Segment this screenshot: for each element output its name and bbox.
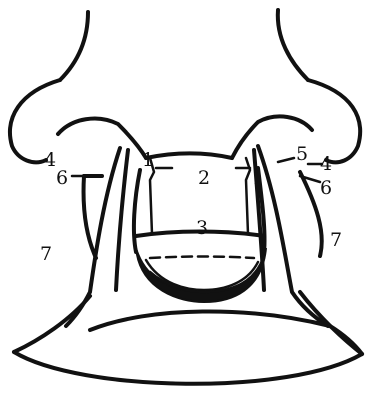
label-2: 2	[198, 167, 210, 189]
leader-5	[278, 158, 294, 162]
left-flap-inner-edge	[116, 150, 128, 290]
label-4-left: 4	[44, 149, 56, 171]
right-lateral-strip-outer	[300, 172, 322, 256]
lip-left-corner	[14, 296, 90, 352]
nasal-dorsum-right-line	[278, 10, 308, 80]
right-ala-outline	[308, 80, 360, 162]
label-1-right: 1	[252, 167, 264, 189]
defect-left-wall	[134, 170, 140, 252]
label-6-right: 6	[320, 177, 332, 199]
label-7-right: 7	[330, 229, 342, 251]
label-7-left: 7	[40, 243, 52, 265]
left-nostril-rim	[58, 119, 146, 158]
label-6-left: 6	[56, 167, 68, 189]
right-flap-outer-edge	[258, 146, 328, 326]
left-lateral-strip-outer	[84, 176, 97, 258]
label-3: 3	[196, 217, 208, 239]
columella-base-line	[146, 154, 232, 159]
nasal-dorsum-left-line	[60, 12, 88, 80]
label-4-right: 4	[320, 153, 332, 175]
lip-lower-contour	[14, 352, 362, 384]
defect-dashed-line	[150, 257, 254, 259]
label-5: 5	[296, 143, 308, 165]
label-1-left: 1	[142, 149, 154, 171]
right-incision-line	[246, 158, 250, 234]
